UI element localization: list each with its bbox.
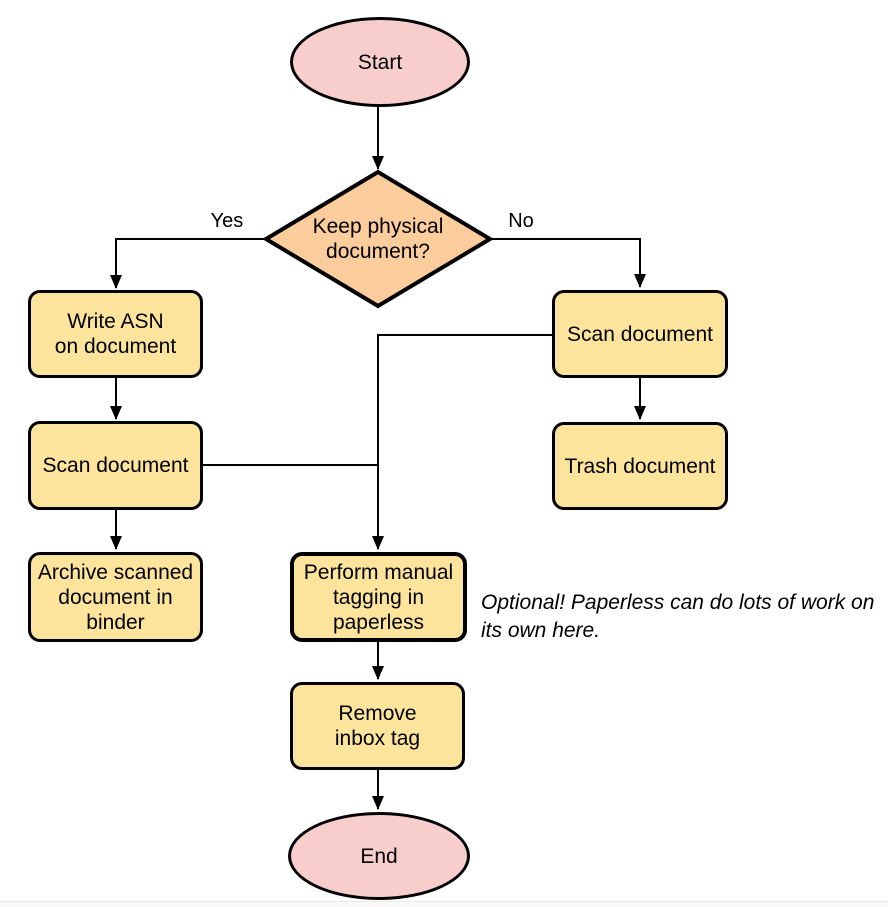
node-remove-inbox-tag: Remove inbox tag — [290, 682, 465, 770]
node-archive-binder: Archive scanned document in binder — [28, 552, 203, 642]
node-scan-document-left: Scan document — [28, 421, 203, 510]
edge-scan-right-to-tagging — [372, 334, 552, 550]
decision-diamond-shape — [262, 169, 494, 309]
node-decision-label: Keep physical document? — [312, 215, 444, 263]
node-end: End — [288, 812, 470, 900]
node-end-label: End — [360, 844, 398, 868]
note-optional: Optional! Paperless can do lots of work … — [481, 591, 875, 642]
node-start-label: Start — [357, 50, 403, 74]
node-write-asn: Write ASN on document — [28, 290, 203, 378]
node-remove-inbox-tag-label: Remove inbox tag — [334, 702, 421, 750]
node-write-asn-label: Write ASN on document — [54, 310, 177, 358]
node-manual-tagging: Perform manual tagging in paperless — [290, 552, 467, 642]
node-scan-document-right-label: Scan document — [567, 322, 713, 346]
node-archive-binder-label: Archive scanned document in binder — [37, 560, 194, 634]
edge-decision-no-to-scan-right — [490, 238, 646, 288]
node-trash-document-label: Trash document — [564, 454, 716, 478]
node-manual-tagging-label: Perform manual tagging in paperless — [303, 560, 454, 634]
node-scan-document-right: Scan document — [552, 290, 728, 378]
node-trash-document: Trash document — [552, 422, 728, 510]
edge-decision-yes-to-write-asn — [110, 238, 266, 289]
edge-label-yes: Yes — [210, 210, 244, 232]
node-scan-document-left-label: Scan document — [42, 454, 189, 477]
node-start: Start — [290, 17, 470, 107]
bottom-area — [0, 902, 888, 907]
edge-label-no: No — [508, 210, 534, 232]
bottom-divider — [0, 901, 888, 902]
